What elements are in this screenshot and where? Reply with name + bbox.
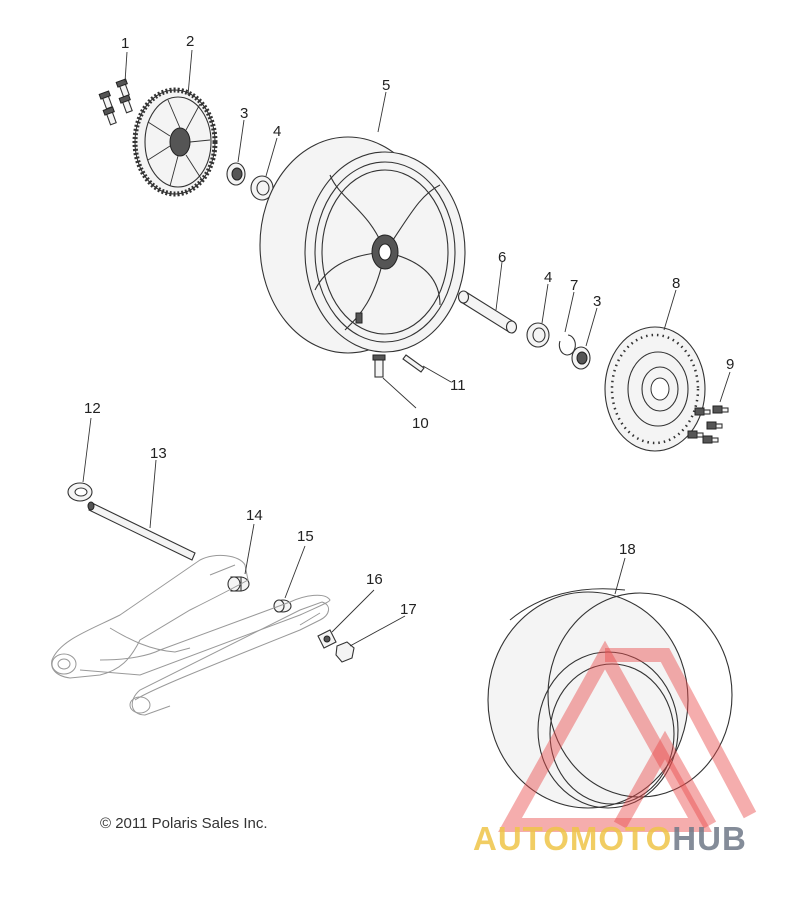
swingarm [51, 554, 331, 716]
callout-9: 9 [726, 356, 734, 373]
callout-4-left: 4 [273, 123, 281, 140]
part-7-snap-ring [558, 334, 576, 356]
callout-1: 1 [121, 35, 129, 52]
part-4-bearing-right [526, 322, 550, 348]
part-16-adjuster [317, 629, 337, 649]
part-9-bolts [687, 405, 729, 444]
part-5-wheel [259, 136, 466, 354]
watermark-text-part1: AUTOMOTO [473, 820, 673, 857]
callout-16: 16 [366, 571, 383, 588]
callout-8: 8 [672, 275, 680, 292]
part-4-bearing-left [250, 175, 274, 201]
part-17-nut [335, 641, 355, 663]
callout-18: 18 [619, 541, 636, 558]
callout-3-right: 3 [593, 293, 601, 310]
part-10-valve-stem [372, 354, 386, 378]
part-18-tire [487, 588, 733, 809]
part-8-brake-disc [604, 326, 706, 452]
callout-10: 10 [412, 415, 429, 432]
part-15-bushing [273, 599, 292, 613]
callout-12: 12 [84, 400, 101, 417]
callout-3-left: 3 [240, 105, 248, 122]
copyright-text: © 2011 Polaris Sales Inc. [100, 815, 268, 832]
callout-17: 17 [400, 601, 417, 618]
watermark-text-part2: HUB [672, 820, 747, 857]
callout-15: 15 [297, 528, 314, 545]
callout-5: 5 [382, 77, 390, 94]
part-2-pulley [132, 87, 218, 197]
callout-14: 14 [246, 507, 263, 524]
callout-7: 7 [570, 277, 578, 294]
part-11-key [402, 354, 425, 373]
part-3-seal-right [571, 346, 591, 370]
part-1-bolts [98, 78, 133, 126]
leader-lines [82, 49, 731, 647]
part-6-spacer [457, 290, 518, 334]
callout-numbers: 1 2 3 4 5 3 4 6 7 8 9 10 11 12 13 14 15 … [84, 33, 734, 618]
callout-13: 13 [150, 445, 167, 462]
part-3-seal-left [226, 162, 246, 186]
callout-2: 2 [186, 33, 194, 50]
callout-6: 6 [498, 249, 506, 266]
callout-11: 11 [450, 377, 466, 394]
part-12-washer [67, 482, 93, 502]
part-13-pivot-shaft [87, 501, 196, 561]
watermark-logo [498, 640, 757, 832]
watermark-text: AUTOMOTOHUB [473, 820, 747, 858]
callout-4-right: 4 [544, 269, 552, 286]
